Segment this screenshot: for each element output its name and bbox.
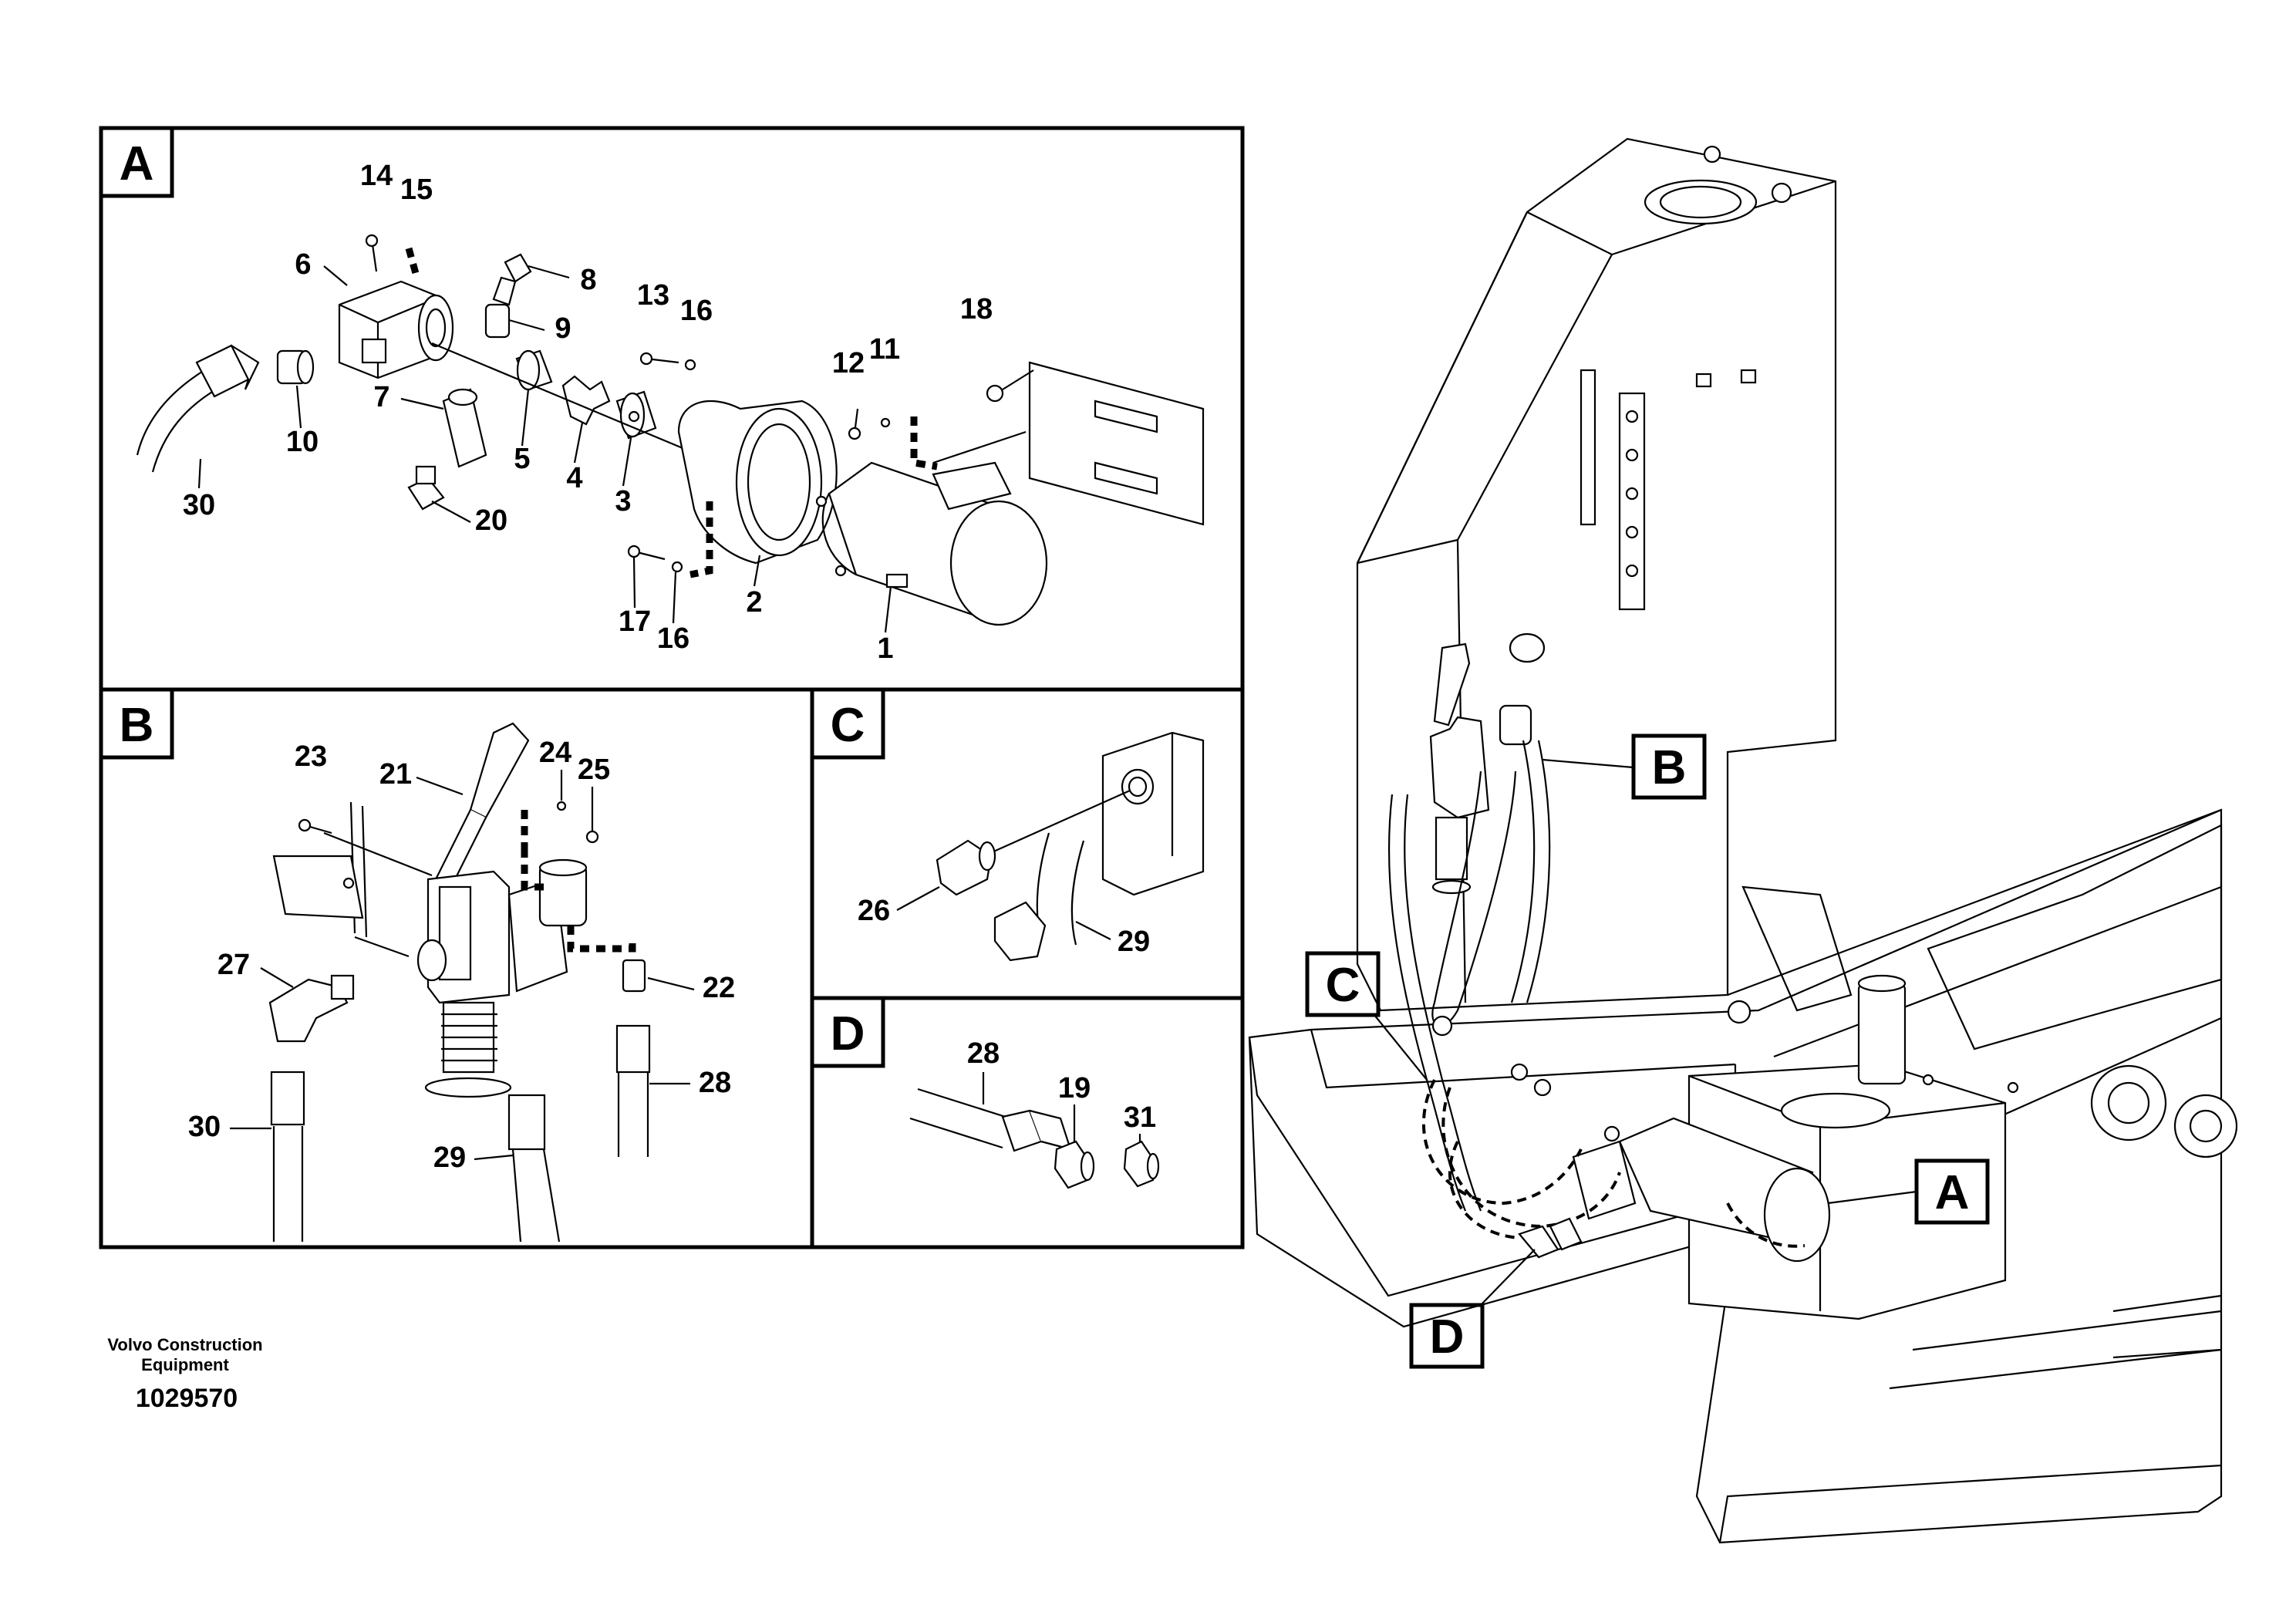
- part-label: 17: [619, 605, 651, 638]
- machine-overview: [1248, 137, 2238, 1544]
- callout-c-letter: C: [1326, 959, 1360, 1012]
- panel-b-leaders: [230, 770, 695, 1161]
- panel-c-letter: C: [831, 699, 865, 752]
- panel-d-letter-box: [810, 996, 885, 1068]
- panel-c: C 26 29: [810, 687, 1245, 1000]
- panel-b-part-labels: 23 21 24 25 27 22 28 30 29: [188, 737, 735, 1174]
- callout-b-letter: B: [1652, 741, 1687, 794]
- panel-b-letter: B: [120, 699, 154, 752]
- panel-a-artwork: [136, 234, 1205, 626]
- part-label: 9: [555, 312, 571, 345]
- part-label: 19: [1058, 1072, 1091, 1104]
- drawing-number: 1029570: [136, 1384, 238, 1413]
- part-label: 2: [746, 586, 762, 619]
- part-label: 23: [295, 740, 327, 773]
- part-label: 30: [188, 1111, 221, 1143]
- callout-d: D: [1409, 1249, 1536, 1369]
- part-label: 22: [703, 972, 735, 1004]
- part-label: 31: [1124, 1101, 1156, 1134]
- callout-a-letter: A: [1935, 1166, 1970, 1219]
- callout-a-box: [1914, 1158, 1990, 1225]
- panel-d-frame: [810, 996, 1245, 1249]
- part-label: 28: [699, 1067, 731, 1099]
- panel-d-artwork: [909, 1088, 1160, 1189]
- callout-d-letter: D: [1430, 1310, 1465, 1364]
- part-label: 29: [1118, 926, 1150, 958]
- panel-d-letter: D: [831, 1007, 865, 1061]
- callout-a: A: [1827, 1158, 1990, 1225]
- part-label: 25: [578, 754, 610, 786]
- panel-d-part-labels: 28 19 31: [967, 1037, 1156, 1134]
- part-label: 11: [869, 333, 900, 366]
- part-label: 18: [960, 293, 993, 325]
- part-label: 5: [514, 443, 530, 475]
- part-label: 8: [580, 264, 596, 296]
- panel-a-leaders: [197, 265, 892, 633]
- panel-d: D 28 19 31: [810, 996, 1245, 1249]
- callout-c-box: [1305, 951, 1381, 1017]
- part-label: 27: [217, 949, 250, 981]
- part-label: 15: [400, 174, 433, 206]
- callout-d-box: [1409, 1303, 1485, 1369]
- panel-a-letter-box: [99, 126, 174, 198]
- panel-d-leaders: [982, 1072, 1141, 1143]
- part-label: 12: [832, 347, 865, 379]
- part-label: 16: [680, 295, 713, 327]
- panel-b-letter-box: [99, 687, 174, 760]
- part-label: 30: [183, 489, 215, 521]
- callout-c: C: [1305, 951, 1428, 1081]
- panel-c-artwork: [936, 731, 1205, 962]
- part-label: 10: [286, 426, 319, 458]
- callout-b: B: [1542, 733, 1707, 800]
- part-label: 7: [373, 381, 389, 413]
- part-label: 14: [360, 160, 393, 192]
- part-label: 3: [615, 485, 631, 518]
- part-label: 29: [433, 1141, 466, 1174]
- panel-a-part-labels: 14 15 6 8 13 16 9 18 12 11 7 10 5 4 3 30…: [183, 160, 993, 665]
- callout-b-box: [1631, 733, 1707, 800]
- footer: Volvo Construction Equipment 1029570: [107, 1335, 262, 1413]
- panel-a-letter: A: [120, 137, 154, 191]
- part-label: 26: [858, 895, 890, 927]
- company-name-line2: Equipment: [141, 1355, 229, 1374]
- company-name-line1: Volvo Construction: [107, 1335, 262, 1354]
- part-label: 20: [475, 504, 507, 537]
- panel-c-letter-box: [810, 687, 885, 760]
- panel-b: B: [99, 687, 814, 1249]
- part-label: 6: [295, 248, 311, 281]
- panel-c-leaders: [896, 886, 1111, 940]
- part-label: 13: [637, 279, 669, 312]
- panel-a: A: [99, 126, 1245, 692]
- part-label: 24: [539, 737, 571, 769]
- part-label: 21: [379, 758, 412, 791]
- part-label: 16: [657, 622, 689, 655]
- part-label: 28: [967, 1037, 1000, 1070]
- part-label: 1: [877, 632, 893, 665]
- panel-c-part-labels: 26 29: [858, 895, 1150, 958]
- panel-b-artwork: [268, 722, 651, 1243]
- part-label: 4: [566, 462, 582, 494]
